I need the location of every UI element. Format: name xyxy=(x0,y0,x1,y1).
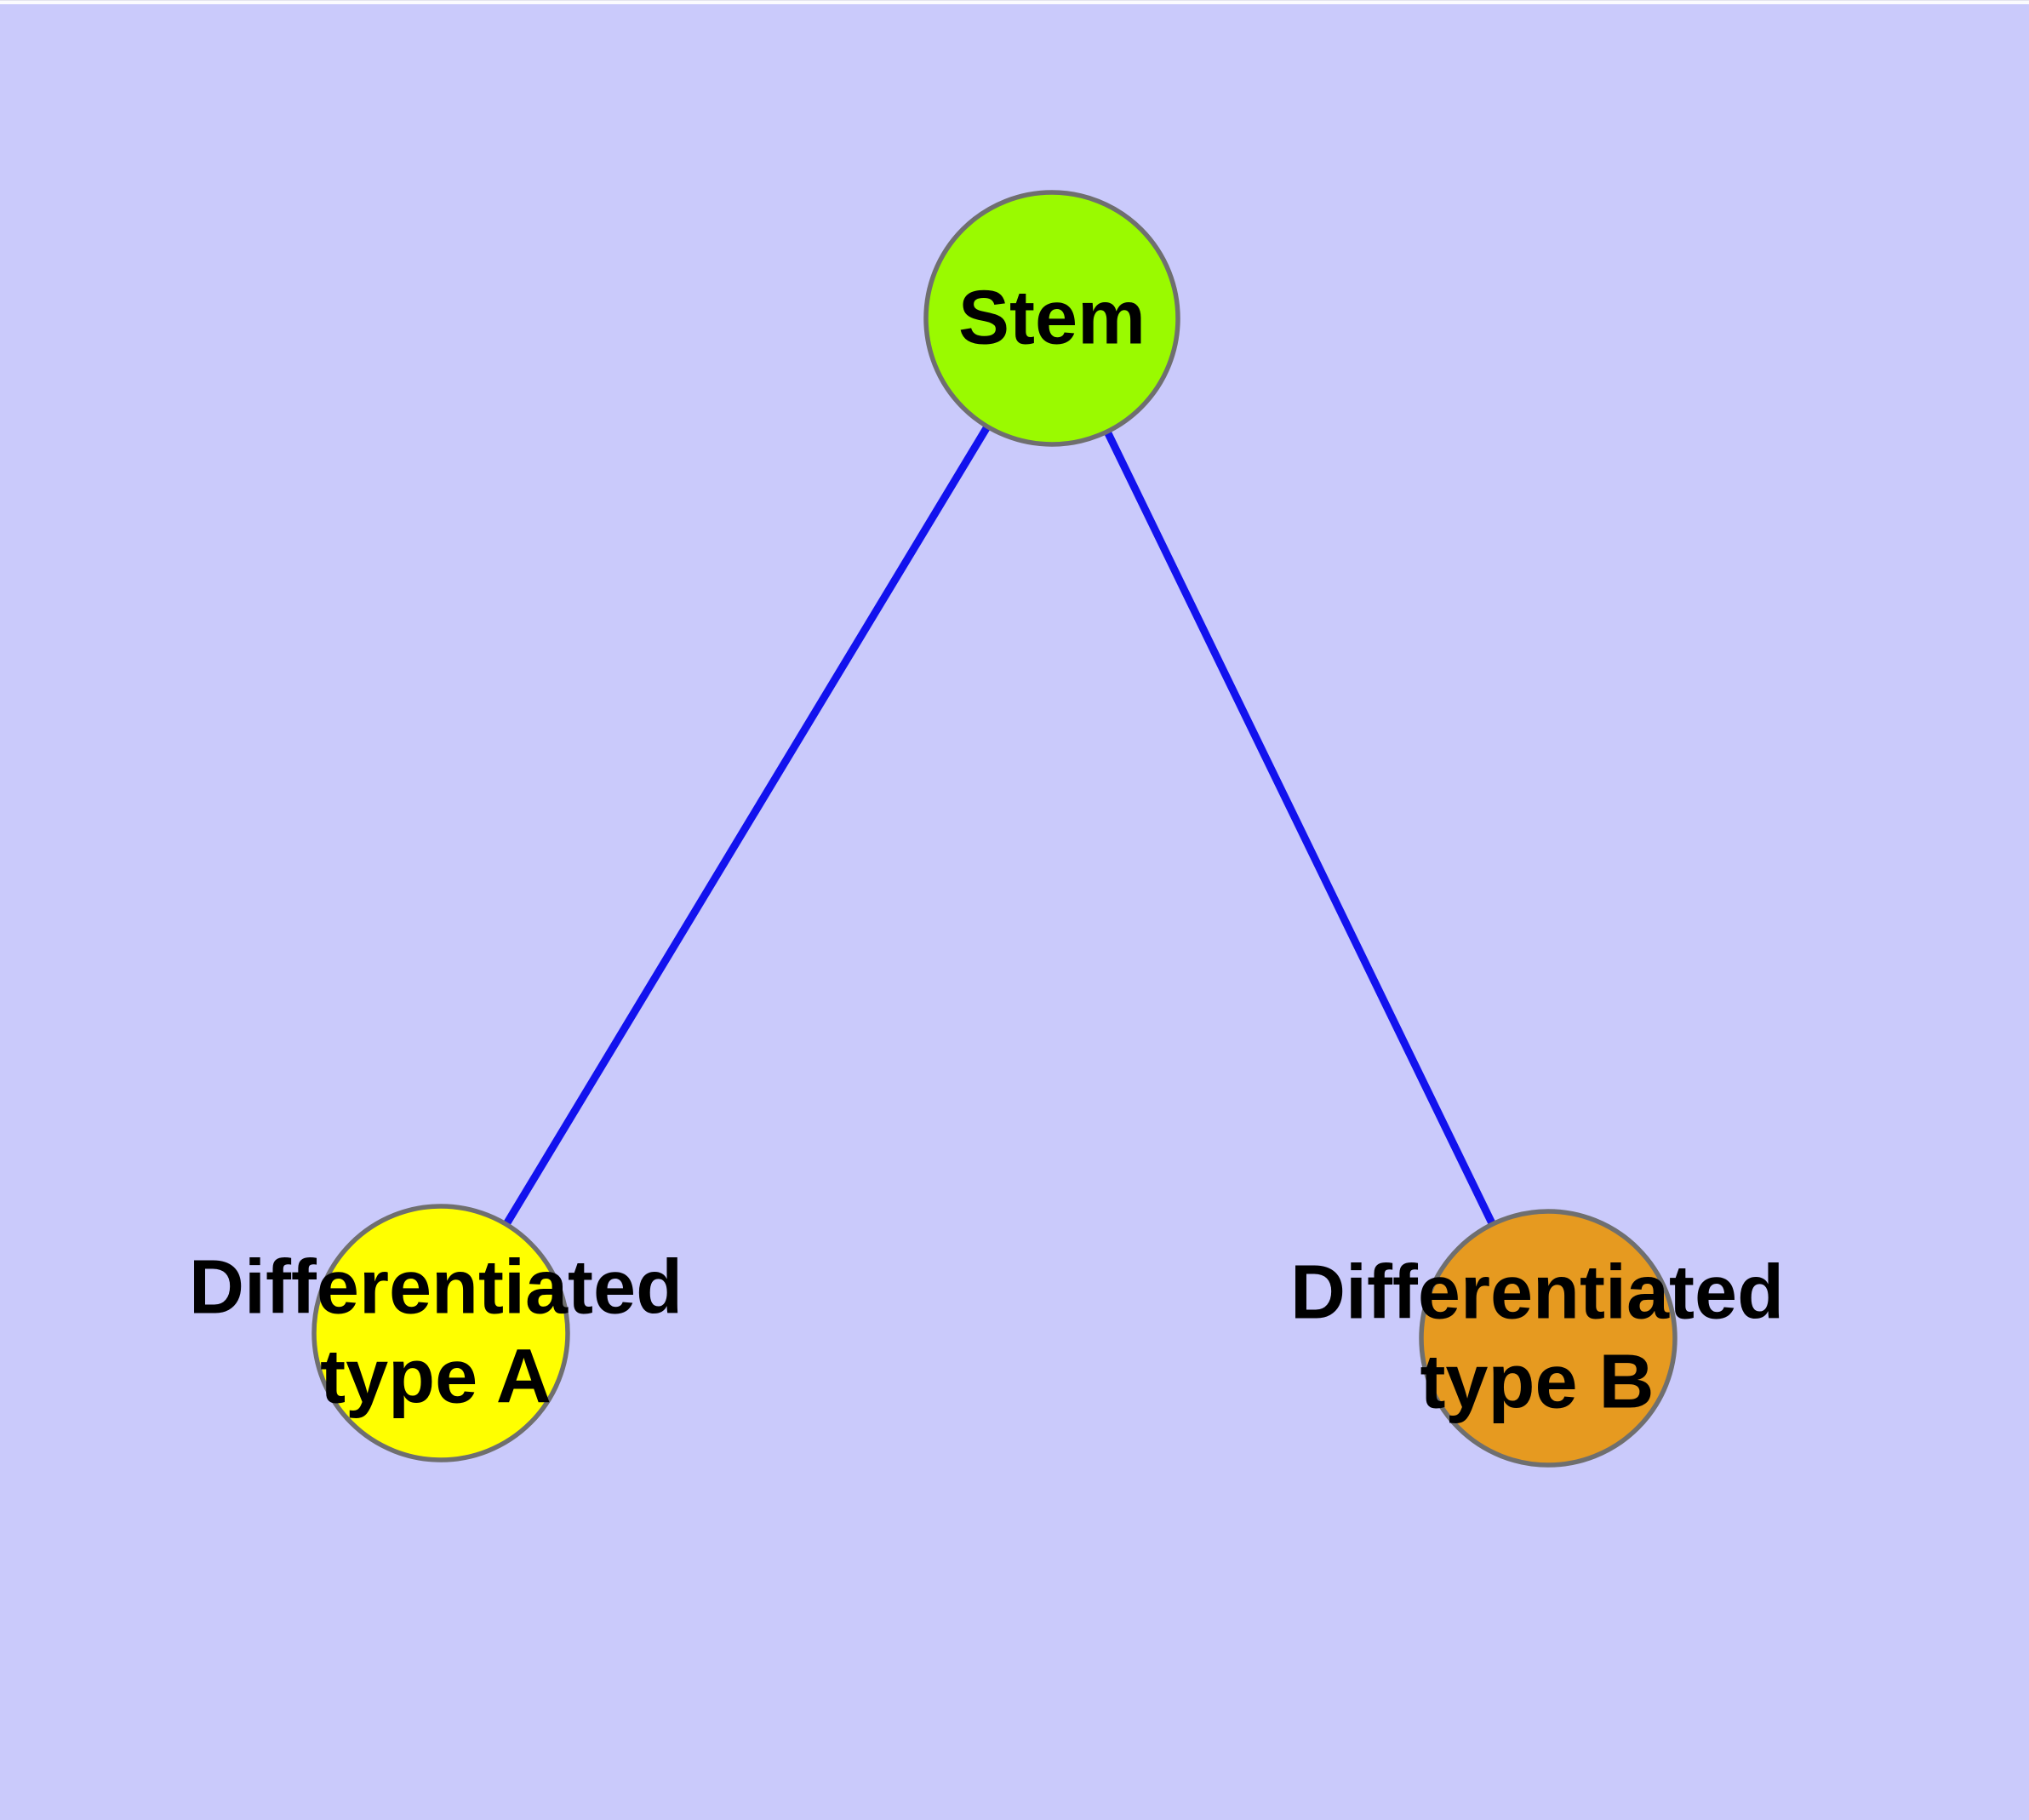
edge-stem-to-diff-b xyxy=(1104,432,1496,1225)
node-diff-a-label: Differentiated type A xyxy=(188,1245,683,1420)
node-diff-b-label: Differentiated type B xyxy=(1289,1250,1785,1425)
edge-stem-to-diff-a xyxy=(503,426,990,1227)
node-stem-label: Stem xyxy=(957,275,1146,361)
node-diff-b-circle xyxy=(1419,1209,1677,1468)
window-top-edge xyxy=(0,0,2029,4)
node-stem-circle xyxy=(923,190,1180,447)
node-diff-a-circle xyxy=(311,1204,570,1462)
